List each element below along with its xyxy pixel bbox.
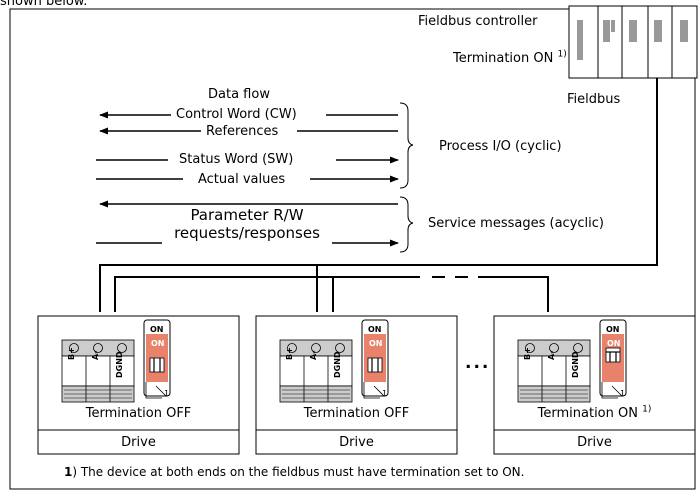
drive-3-pin-dgnd: DGND	[571, 351, 580, 378]
fieldbus-cable-end	[478, 276, 549, 312]
param-rw-line2: requests/responses	[174, 224, 320, 242]
footnote-number: 1	[64, 465, 73, 479]
fieldbus-cable-return	[114, 276, 420, 312]
control-word-label: Control Word (CW)	[176, 107, 297, 122]
drive-1-termination-text: Termination OFF	[85, 406, 192, 421]
brace-process-io	[399, 102, 414, 189]
controller-termination-footnote: 1)	[557, 49, 567, 60]
drive-2-switch-num: 1	[382, 389, 388, 398]
drive-1-switch-on: ON	[150, 325, 164, 334]
drive-3-pin-a: A-	[547, 350, 556, 360]
references-label: References	[206, 124, 279, 139]
drive-3-termination: Termination ON 1)	[494, 404, 695, 421]
drive-3-hardware	[517, 319, 627, 403]
param-rw-label: Parameter R/W requests/responses	[157, 206, 337, 242]
drive-3-switch-num: 1	[620, 389, 626, 398]
drive-1-hardware	[61, 319, 171, 403]
fieldbus-label: Fieldbus	[567, 92, 621, 107]
actual-values-label: Actual values	[198, 172, 286, 187]
drive-3-pin-b: B+	[523, 347, 532, 360]
more-drives-ellipsis: ...	[465, 353, 491, 373]
drive-2-switch-on: ON	[368, 325, 382, 334]
drive-1-name: Drive	[121, 435, 156, 450]
cut-off-caption: shown below.	[0, 0, 88, 9]
process-io-label: Process I/O (cyclic)	[439, 139, 562, 154]
drive-2-termination: Termination OFF	[256, 406, 457, 421]
data-flow-header: Data flow	[208, 87, 270, 102]
param-rw-line1: Parameter R/W	[190, 206, 304, 224]
brace-service	[399, 196, 414, 253]
drive-3-switch-on: ON	[606, 325, 620, 334]
drive-3-switch-on-red: ON	[607, 339, 621, 348]
drive-3-name: Drive	[577, 435, 612, 450]
fieldbus-cable-main	[99, 78, 658, 312]
controller-termination: Termination ON 1)	[453, 49, 567, 66]
drive-1-pin-a: A-	[91, 350, 100, 360]
fieldbus-controller-device	[568, 5, 698, 79]
controller-termination-text: Termination ON	[453, 51, 554, 66]
controller-title: Fieldbus controller	[418, 14, 538, 29]
drive-3-termination-text: Termination ON	[537, 406, 638, 421]
outer-frame	[9, 8, 696, 490]
service-messages-label: Service messages (acyclic)	[428, 216, 604, 231]
footnote-text: ) The device at both ends on the fieldbu…	[72, 465, 525, 479]
drive-3-termination-footnote: 1)	[642, 404, 652, 415]
drive-1-switch-on-red: ON	[151, 339, 165, 348]
drive-2-pin-dgnd: DGND	[333, 351, 342, 378]
drive-1-termination: Termination OFF	[38, 406, 239, 421]
drive-2-termination-text: Termination OFF	[303, 406, 410, 421]
drive-1-pin-dgnd: DGND	[115, 351, 124, 378]
drive-2-name: Drive	[339, 435, 374, 450]
drive-1-switch-num: 1	[164, 389, 170, 398]
status-word-label: Status Word (SW)	[179, 152, 294, 167]
drive-1-pin-b: B+	[67, 347, 76, 360]
footnote: 1) The device at both ends on the fieldb…	[64, 465, 524, 480]
drive-2-pin-b: B+	[285, 347, 294, 360]
drive-2-pin-a: A-	[309, 350, 318, 360]
drive-2-switch-on-red: ON	[369, 339, 383, 348]
drive-2-hardware	[279, 319, 389, 403]
